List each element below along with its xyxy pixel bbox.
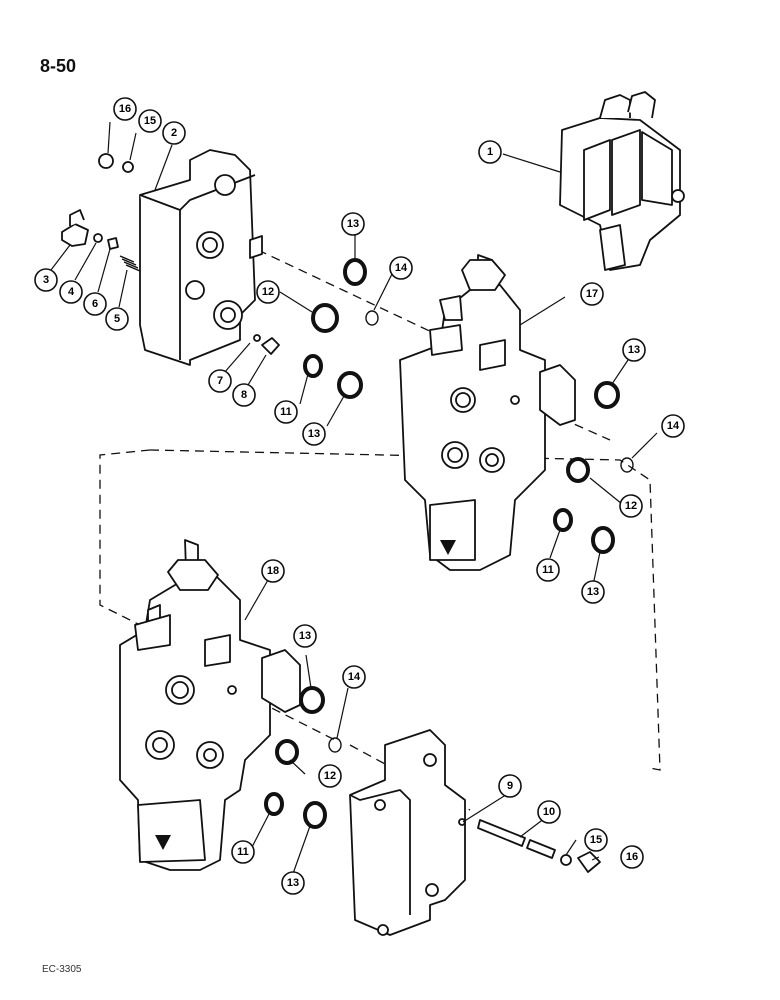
callout-11-bottom: 11: [231, 840, 255, 864]
svg-text:13: 13: [628, 344, 640, 356]
callout-15-top: 15: [138, 109, 162, 133]
svg-text:13: 13: [347, 218, 359, 230]
callout-9: 9: [498, 774, 522, 798]
svg-text:7: 7: [217, 375, 223, 387]
callout-labels: 1 2 3 4 5 6 7 8 9 10 11 11 11 12 12 12 1…: [34, 97, 685, 895]
callout-5: 5: [105, 307, 129, 331]
svg-text:14: 14: [667, 420, 680, 432]
fitting-parts-top-left: [61, 153, 280, 355]
svg-text:6: 6: [92, 298, 98, 310]
svg-text:8: 8: [241, 389, 247, 401]
end-plate-part-2: [139, 149, 263, 366]
svg-text:5: 5: [114, 313, 120, 325]
svg-text:15: 15: [144, 115, 156, 127]
svg-text:13: 13: [587, 586, 599, 598]
callout-13-d: 13: [581, 580, 605, 604]
svg-text:11: 11: [542, 564, 554, 576]
svg-text:13: 13: [287, 877, 299, 889]
callout-17: 17: [580, 282, 604, 306]
callout-12-middle: 12: [619, 494, 643, 518]
callout-11-top: 11: [274, 400, 298, 424]
callout-1: 1: [478, 140, 502, 164]
svg-text:3: 3: [43, 274, 49, 286]
svg-text:11: 11: [237, 846, 249, 858]
callout-7: 7: [208, 369, 232, 393]
tie-stud-parts-10-15-16: [477, 819, 601, 873]
svg-text:12: 12: [324, 770, 336, 782]
callout-14-b: 14: [661, 414, 685, 438]
svg-text:13: 13: [299, 630, 311, 642]
svg-text:11: 11: [280, 406, 292, 418]
svg-text:12: 12: [262, 286, 274, 298]
valve-section-part-18: [119, 539, 301, 871]
callout-14-a: 14: [389, 256, 413, 280]
callout-2: 2: [162, 121, 186, 145]
svg-text:16: 16: [626, 851, 638, 863]
svg-text:14: 14: [395, 262, 408, 274]
callout-14-c: 14: [342, 665, 366, 689]
svg-text:4: 4: [68, 286, 75, 298]
callout-13-b: 13: [302, 422, 326, 446]
svg-text:15: 15: [590, 834, 602, 846]
svg-text:12: 12: [625, 500, 637, 512]
valve-assembly-part-1: [559, 91, 685, 271]
svg-text:9: 9: [507, 780, 513, 792]
callout-11-middle: 11: [536, 558, 560, 582]
end-cover-part-9: [349, 729, 466, 936]
page-number: 8-50: [40, 56, 77, 76]
callout-16-bottom: 16: [620, 845, 644, 869]
callout-18: 18: [261, 559, 285, 583]
callout-13-c: 13: [622, 338, 646, 362]
callout-13-a: 13: [341, 212, 365, 236]
svg-text:2: 2: [171, 127, 177, 139]
svg-text:1: 1: [487, 146, 493, 158]
callout-3: 3: [34, 268, 58, 292]
footer-code: EC-3305: [42, 964, 82, 975]
svg-text:10: 10: [543, 806, 555, 818]
callout-8: 8: [232, 383, 256, 407]
callout-6: 6: [83, 292, 107, 316]
o-rings: [264, 258, 634, 829]
svg-text:18: 18: [267, 565, 279, 577]
callout-15-bottom: 15: [584, 828, 608, 852]
callout-10: 10: [537, 800, 561, 824]
callout-12-top: 12: [256, 280, 280, 304]
svg-text:17: 17: [586, 288, 598, 300]
svg-text:13: 13: [308, 428, 320, 440]
svg-text:14: 14: [348, 671, 361, 683]
callout-12-bottom: 12: [318, 764, 342, 788]
svg-text:16: 16: [119, 103, 131, 115]
callout-13-f: 13: [281, 871, 305, 895]
valve-section-part-17: [399, 254, 576, 571]
callout-4: 4: [59, 280, 83, 304]
callout-13-e: 13: [293, 624, 317, 648]
callout-16-top: 16: [113, 97, 137, 121]
